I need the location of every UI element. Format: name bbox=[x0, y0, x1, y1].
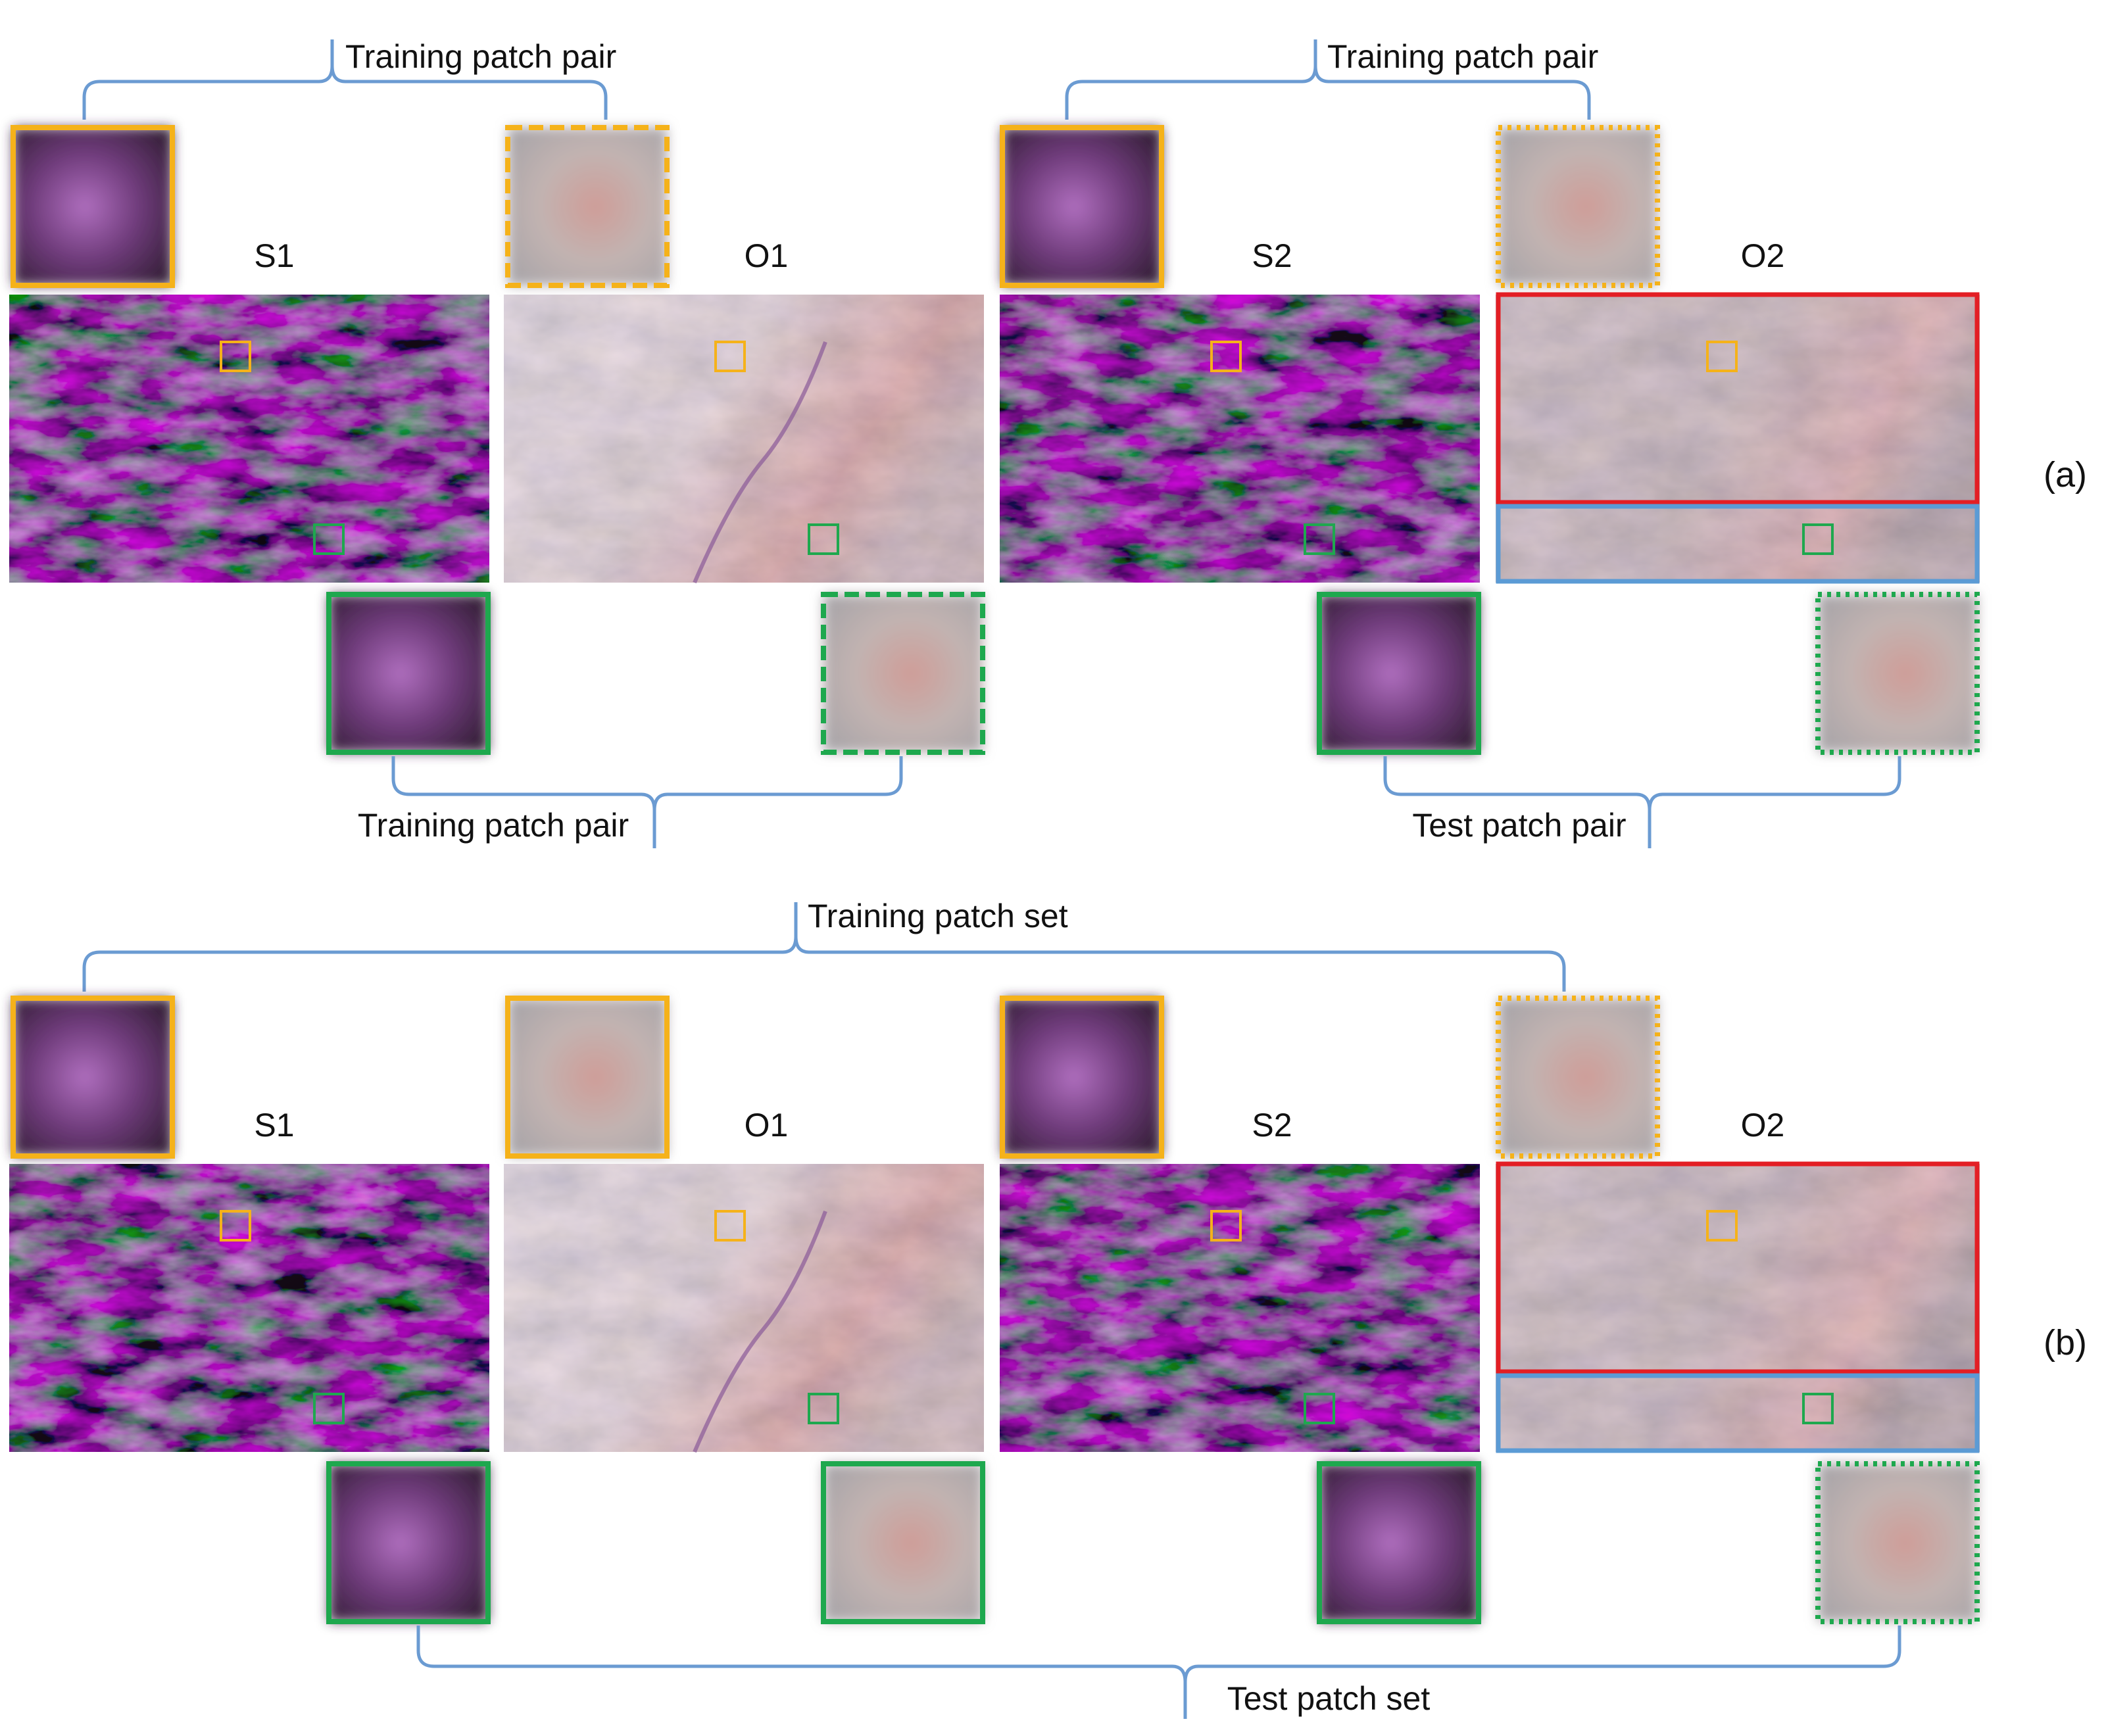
marker-yellow bbox=[714, 341, 746, 372]
label-s1: S1 bbox=[254, 237, 294, 274]
marker-green bbox=[313, 523, 345, 555]
bracket-label: Test patch pair bbox=[1412, 807, 1626, 844]
marker-yellow bbox=[1210, 1210, 1242, 1242]
bracket-a-top-right: Training patch pair bbox=[1065, 38, 1598, 120]
patch-b-o1-green bbox=[821, 1461, 985, 1624]
patch-a-o1-green-dashed bbox=[821, 592, 985, 755]
marker-green bbox=[808, 523, 839, 555]
marker-green bbox=[1304, 523, 1335, 555]
patch-b-o2-yellow-dotted bbox=[1496, 996, 1660, 1159]
patch-a-o1-yellow-dashed bbox=[505, 125, 670, 288]
bracket-b-bottom: Test patch set bbox=[416, 1626, 1901, 1719]
image-a-s1 bbox=[9, 295, 489, 583]
marker-green bbox=[313, 1393, 345, 1424]
bracket-label: Training patch pair bbox=[358, 807, 629, 844]
bracket-label: Training patch pair bbox=[1327, 38, 1598, 75]
marker-yellow bbox=[714, 1210, 746, 1242]
marker-yellow bbox=[1210, 341, 1242, 372]
bracket-label: Test patch set bbox=[1227, 1680, 1431, 1717]
bracket-line bbox=[1065, 39, 1591, 120]
label-o1: O1 bbox=[745, 237, 789, 274]
marker-yellow bbox=[220, 1210, 251, 1242]
bracket-line bbox=[82, 39, 608, 120]
patch-a-s2-green bbox=[1317, 592, 1481, 755]
marker-green bbox=[1802, 523, 1834, 555]
label-o2: O2 bbox=[1741, 1107, 1785, 1144]
bracket-line bbox=[1383, 756, 1901, 848]
label-o2: O2 bbox=[1741, 237, 1785, 274]
marker-yellow bbox=[220, 341, 251, 372]
panel-tag-a: (a) bbox=[2044, 455, 2087, 494]
image-b-s1 bbox=[9, 1164, 489, 1452]
marker-green bbox=[1802, 1393, 1834, 1424]
patch-a-s1-green bbox=[326, 592, 491, 755]
patch-a-o2-yellow-dotted bbox=[1496, 125, 1660, 288]
marker-yellow bbox=[1706, 1210, 1738, 1242]
panel-a: Training patch pair Training patch pair … bbox=[9, 38, 2087, 848]
label-s2: S2 bbox=[1252, 237, 1292, 274]
image-a-s2 bbox=[1000, 295, 1480, 583]
patch-b-s1-yellow bbox=[11, 996, 175, 1159]
panel-tag-b: (b) bbox=[2044, 1323, 2087, 1362]
bracket-a-bottom-left: Training patch pair bbox=[358, 756, 903, 848]
region-red-train bbox=[1496, 292, 1980, 505]
patch-a-s2-yellow bbox=[1000, 125, 1164, 288]
marker-green bbox=[1304, 1393, 1335, 1424]
image-a-o1 bbox=[504, 295, 984, 584]
patch-b-s2-green bbox=[1317, 1461, 1481, 1624]
patch-b-s1-green bbox=[326, 1461, 491, 1624]
patch-a-o2-green-dotted bbox=[1815, 592, 1980, 755]
panel-b: Training patch set S1 O1 S2 O2 bbox=[9, 898, 2087, 1719]
bracket-b-top: Training patch set bbox=[82, 898, 1566, 992]
image-b-o2 bbox=[1496, 1161, 1980, 1453]
label-s2: S2 bbox=[1252, 1107, 1292, 1144]
marker-green bbox=[808, 1393, 839, 1424]
image-b-s2 bbox=[1000, 1164, 1480, 1452]
image-b-o1 bbox=[504, 1164, 984, 1453]
bracket-a-bottom-right: Test patch pair bbox=[1383, 756, 1901, 848]
patch-b-s2-yellow bbox=[1000, 996, 1164, 1159]
patch-a-s1-yellow bbox=[11, 125, 175, 288]
label-s1: S1 bbox=[254, 1107, 294, 1144]
bracket-label: Training patch pair bbox=[345, 38, 616, 75]
region-red-train bbox=[1496, 1161, 1980, 1374]
image-a-o2 bbox=[1496, 292, 1980, 584]
bracket-line bbox=[416, 1626, 1901, 1719]
bracket-label: Training patch set bbox=[808, 898, 1068, 934]
region-blue-test bbox=[1496, 1373, 1980, 1453]
patch-b-o1-yellow bbox=[505, 996, 670, 1159]
patch-b-o2-green-dotted bbox=[1815, 1461, 1980, 1624]
bracket-line bbox=[82, 902, 1566, 992]
label-o1: O1 bbox=[745, 1107, 789, 1144]
bracket-line bbox=[391, 756, 903, 848]
region-blue-test bbox=[1496, 504, 1980, 584]
bracket-a-top-left: Training patch pair bbox=[82, 38, 616, 120]
marker-yellow bbox=[1706, 341, 1738, 372]
